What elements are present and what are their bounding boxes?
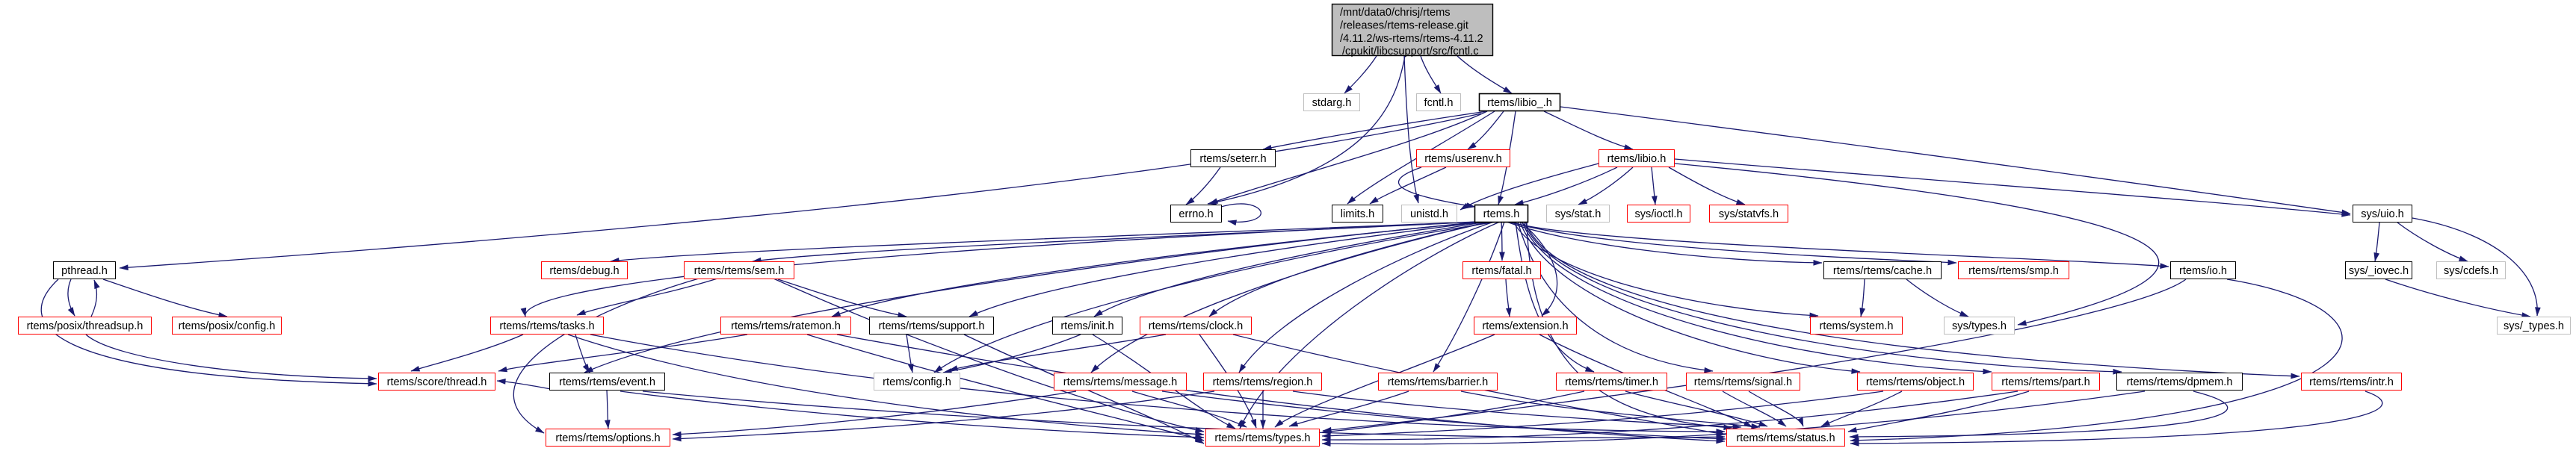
svg-text:fcntl.h: fcntl.h (1424, 97, 1454, 109)
svg-text:unistd.h: unistd.h (1410, 208, 1448, 220)
svg-text:rtems/init.h: rtems/init.h (1060, 320, 1114, 332)
svg-text:sys/statvfs.h: sys/statvfs.h (1719, 208, 1779, 220)
svg-text:errno.h: errno.h (1179, 208, 1213, 220)
svg-text:rtems/io.h: rtems/io.h (2179, 265, 2227, 277)
svg-text:rtems/rtems/options.h: rtems/rtems/options.h (555, 432, 660, 444)
svg-text:rtems/rtems/dpmem.h: rtems/rtems/dpmem.h (2127, 376, 2233, 388)
svg-text:stdarg.h: stdarg.h (1312, 97, 1352, 109)
svg-text:rtems/rtems/types.h: rtems/rtems/types.h (1214, 432, 1310, 444)
svg-text:pthread.h: pthread.h (61, 265, 108, 277)
svg-text:rtems/rtems/cache.h: rtems/rtems/cache.h (1833, 265, 1932, 277)
svg-text:rtems/debug.h: rtems/debug.h (549, 265, 619, 277)
svg-text:/releases/rtems-release.git: /releases/rtems-release.git (1340, 19, 1468, 31)
svg-text:rtems/extension.h: rtems/extension.h (1482, 320, 1568, 332)
svg-text:rtems/rtems/part.h: rtems/rtems/part.h (2001, 376, 2089, 388)
svg-text:sys/types.h: sys/types.h (1952, 320, 2007, 332)
svg-text:rtems/seterr.h: rtems/seterr.h (1199, 153, 1266, 165)
svg-text:rtems/rtems/sem.h: rtems/rtems/sem.h (694, 265, 785, 277)
svg-text:rtems/fatal.h: rtems/fatal.h (1471, 265, 1531, 277)
svg-text:rtems/rtems/timer.h: rtems/rtems/timer.h (1565, 376, 1658, 388)
svg-text:/mnt/data0/chrisj/rtems: /mnt/data0/chrisj/rtems (1340, 7, 1451, 19)
svg-text:rtems/userenv.h: rtems/userenv.h (1424, 153, 1502, 165)
svg-text:rtems/rtems/ratemon.h: rtems/rtems/ratemon.h (731, 320, 841, 332)
svg-text:sys/ioctl.h: sys/ioctl.h (1634, 208, 1682, 220)
svg-text:rtems/posix/config.h: rtems/posix/config.h (179, 320, 276, 332)
svg-text:limits.h: limits.h (1341, 208, 1374, 220)
svg-text:rtems/rtems/barrier.h: rtems/rtems/barrier.h (1388, 376, 1489, 388)
svg-text:rtems/rtems/clock.h: rtems/rtems/clock.h (1149, 320, 1244, 332)
svg-text:rtems/rtems/message.h: rtems/rtems/message.h (1063, 376, 1177, 388)
svg-text:rtems/rtems/intr.h: rtems/rtems/intr.h (2309, 376, 2394, 388)
svg-text:/4.11.2/ws-rtems/rtems-4.11.2: /4.11.2/ws-rtems/rtems-4.11.2 (1340, 33, 1483, 45)
svg-text:rtems/rtems/tasks.h: rtems/rtems/tasks.h (499, 320, 594, 332)
svg-text:sys/_types.h: sys/_types.h (2504, 320, 2564, 332)
svg-text:rtems/rtems/signal.h: rtems/rtems/signal.h (1694, 376, 1792, 388)
svg-text:sys/uio.h: sys/uio.h (2361, 208, 2404, 220)
svg-text:rtems/system.h: rtems/system.h (1820, 320, 1894, 332)
svg-text:rtems/rtems/event.h: rtems/rtems/event.h (559, 376, 655, 388)
svg-text:rtems/rtems/status.h: rtems/rtems/status.h (1736, 432, 1835, 444)
svg-text:rtems/libio_.h: rtems/libio_.h (1487, 97, 1552, 109)
svg-text:rtems/rtems/smp.h: rtems/rtems/smp.h (1968, 265, 2059, 277)
svg-text:rtems/score/thread.h: rtems/score/thread.h (387, 376, 487, 388)
svg-text:sys/stat.h: sys/stat.h (1555, 208, 1601, 220)
svg-text:/cpukit/libcsupport/src/fcntl.: /cpukit/libcsupport/src/fcntl.c (1342, 46, 1479, 57)
svg-text:rtems/libio.h: rtems/libio.h (1607, 153, 1667, 165)
svg-text:sys/cdefs.h: sys/cdefs.h (2444, 265, 2498, 277)
svg-text:sys/_iovec.h: sys/_iovec.h (2349, 265, 2409, 277)
svg-text:rtems/rtems/region.h: rtems/rtems/region.h (1213, 376, 1313, 388)
svg-text:rtems/config.h: rtems/config.h (883, 376, 951, 388)
svg-text:rtems.h: rtems.h (1483, 208, 1520, 220)
svg-text:rtems/rtems/support.h: rtems/rtems/support.h (879, 320, 985, 332)
svg-text:rtems/rtems/object.h: rtems/rtems/object.h (1866, 376, 1965, 388)
svg-text:rtems/posix/threadsup.h: rtems/posix/threadsup.h (27, 320, 143, 332)
